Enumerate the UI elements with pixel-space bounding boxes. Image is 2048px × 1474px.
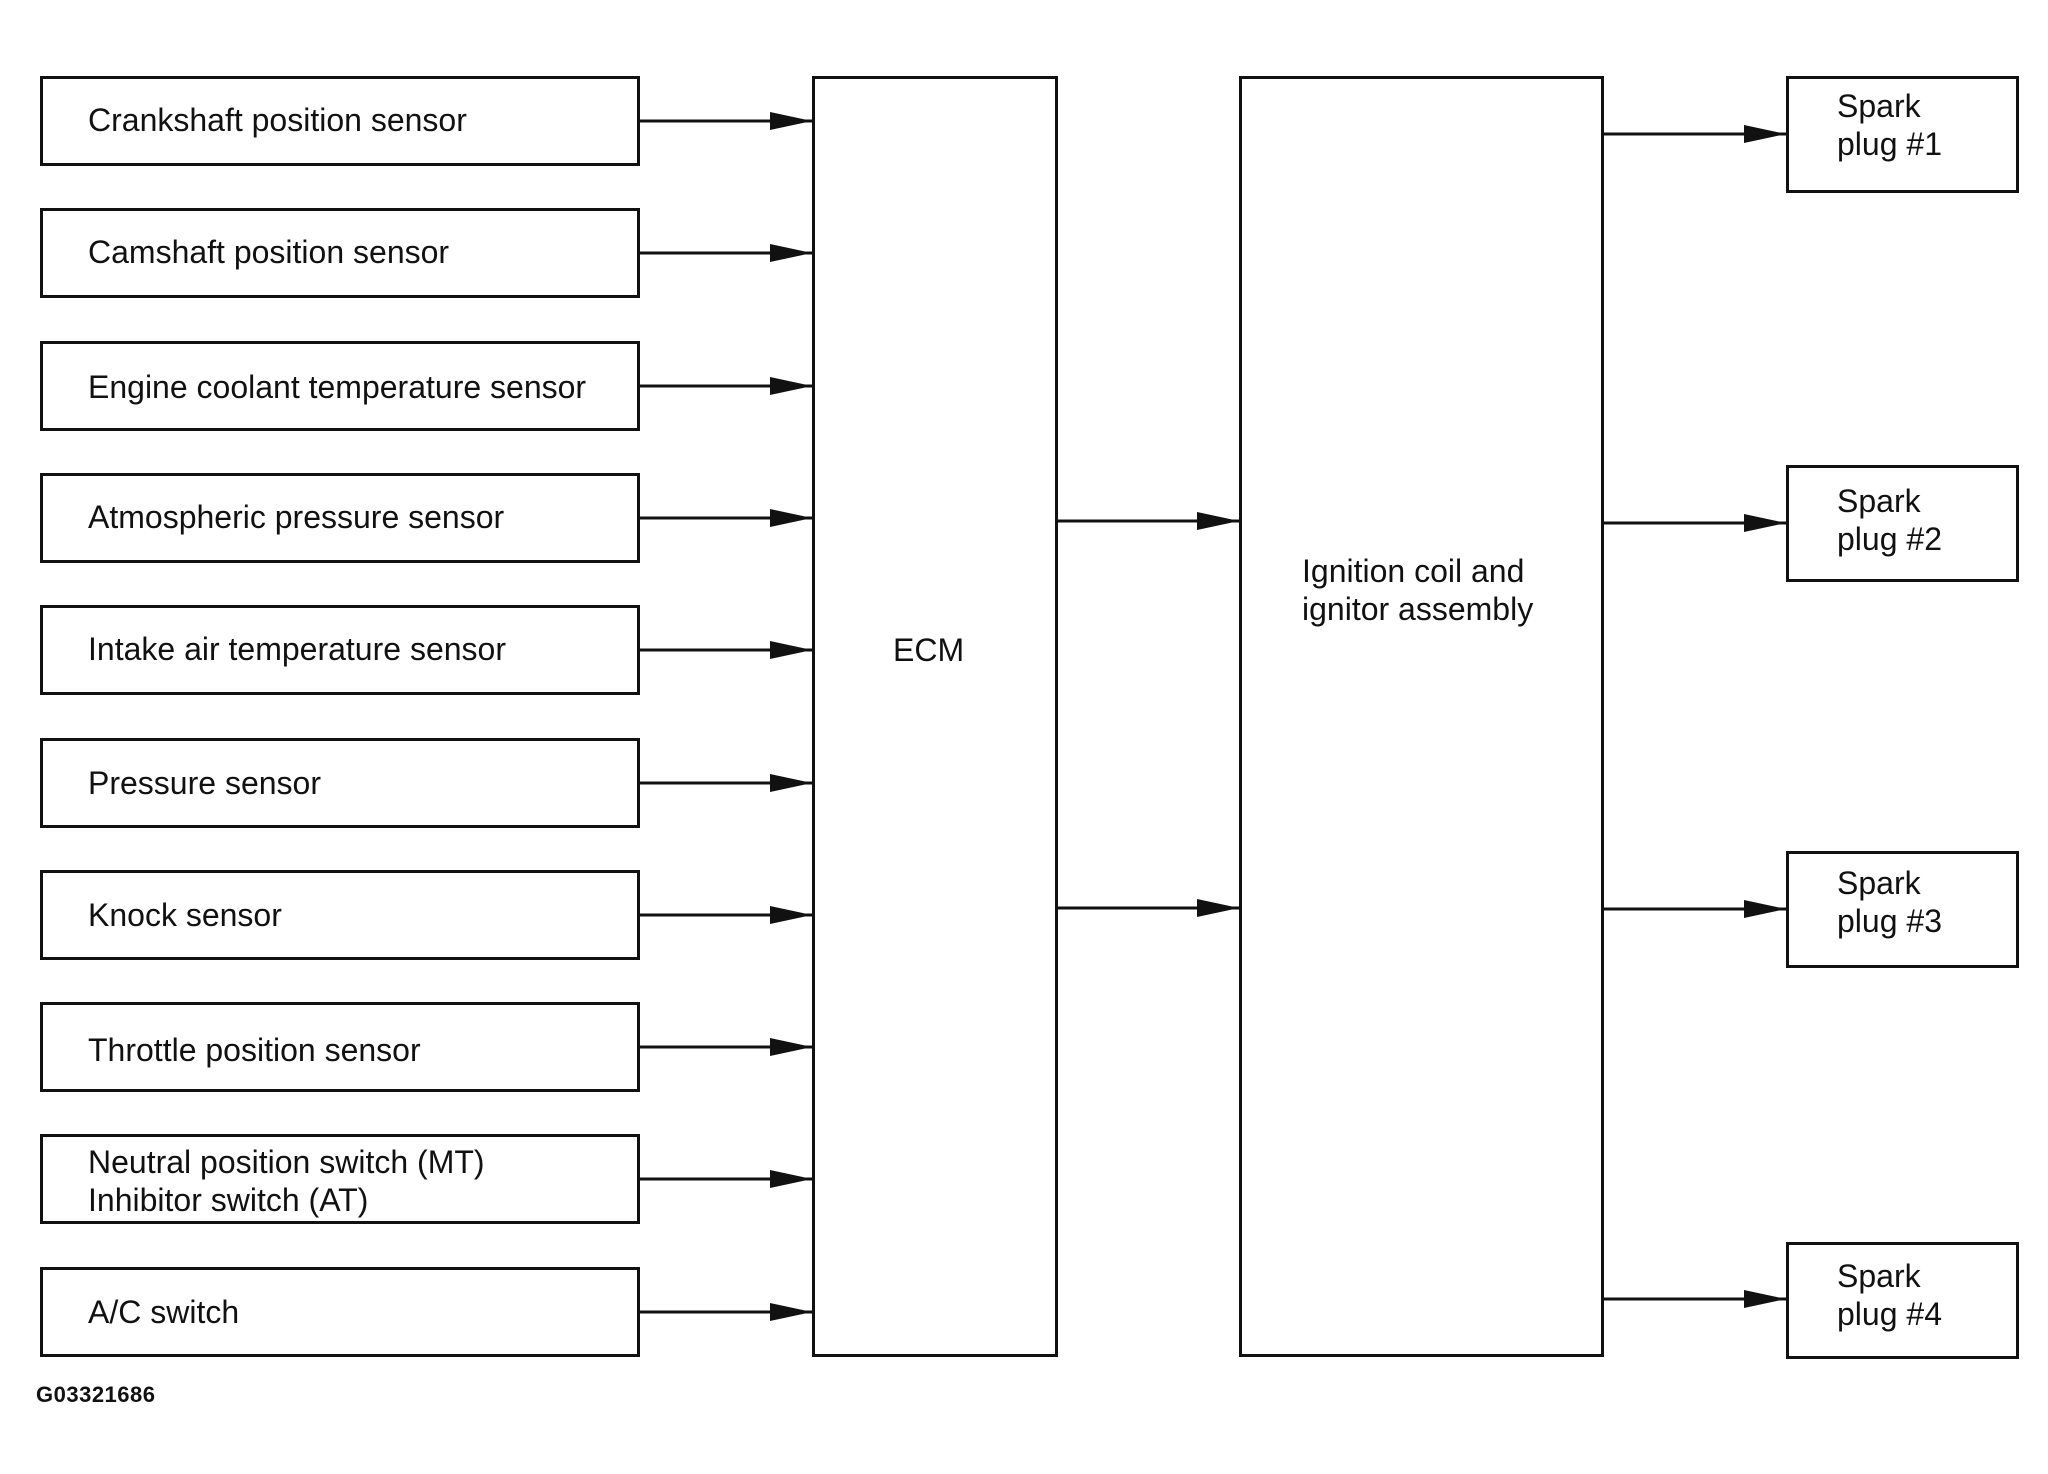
sensor-box-knock: Knock sensor bbox=[40, 870, 640, 960]
sensor-box-engine-coolant-temperature: Engine coolant temperature sensor bbox=[40, 341, 640, 431]
sensor-box-atmospheric-pressure: Atmospheric pressure sensor bbox=[40, 473, 640, 563]
sensor-label: Pressure sensor bbox=[88, 765, 321, 801]
spark-plug-label: Spark plug #4 bbox=[1837, 1258, 1942, 1332]
sensor-label: Atmospheric pressure sensor bbox=[88, 499, 505, 535]
spark-plug-box-2: Spark plug #2 bbox=[1786, 465, 2019, 582]
sensor-label: A/C switch bbox=[88, 1294, 240, 1330]
sensor-label: Neutral position switch (MT) Inhibitor s… bbox=[88, 1144, 485, 1218]
ecm-box: ECM bbox=[812, 76, 1058, 1357]
sensor-label: Knock sensor bbox=[88, 897, 282, 933]
spark-plug-box-1: Spark plug #1 bbox=[1786, 76, 2019, 193]
spark-plug-label: Spark plug #1 bbox=[1837, 88, 1942, 162]
sensor-box-ac-switch: A/C switch bbox=[40, 1267, 640, 1357]
sensor-label: Camshaft position sensor bbox=[88, 234, 450, 270]
figure-code: G03321686 bbox=[36, 1382, 156, 1407]
sensor-box-crankshaft: Crankshaft position sensor bbox=[40, 76, 640, 166]
ignition-coil-ignitor-box: Ignition coil and ignitor assembly bbox=[1239, 76, 1604, 1357]
sensor-label: Throttle position sensor bbox=[88, 1032, 421, 1068]
spark-plug-label: Spark plug #2 bbox=[1837, 483, 1942, 557]
spark-plug-box-3: Spark plug #3 bbox=[1786, 851, 2019, 968]
sensor-box-intake-air-temperature: Intake air temperature sensor bbox=[40, 605, 640, 695]
sensor-box-pressure: Pressure sensor bbox=[40, 738, 640, 828]
sensor-box-camshaft: Camshaft position sensor bbox=[40, 208, 640, 298]
sensor-label: Engine coolant temperature sensor bbox=[88, 369, 587, 405]
sensor-label: Intake air temperature sensor bbox=[88, 631, 506, 667]
sensor-box-throttle-position: Throttle position sensor bbox=[40, 1002, 640, 1092]
sensor-box-neutral-inhibitor-switch: Neutral position switch (MT) Inhibitor s… bbox=[40, 1134, 640, 1224]
ecm-label: ECM bbox=[893, 632, 965, 668]
ignition-label: Ignition coil and ignitor assembly bbox=[1302, 553, 1534, 627]
sensor-label: Crankshaft position sensor bbox=[88, 102, 467, 138]
spark-plug-label: Spark plug #3 bbox=[1837, 865, 1942, 939]
spark-plug-box-4: Spark plug #4 bbox=[1786, 1242, 2019, 1359]
